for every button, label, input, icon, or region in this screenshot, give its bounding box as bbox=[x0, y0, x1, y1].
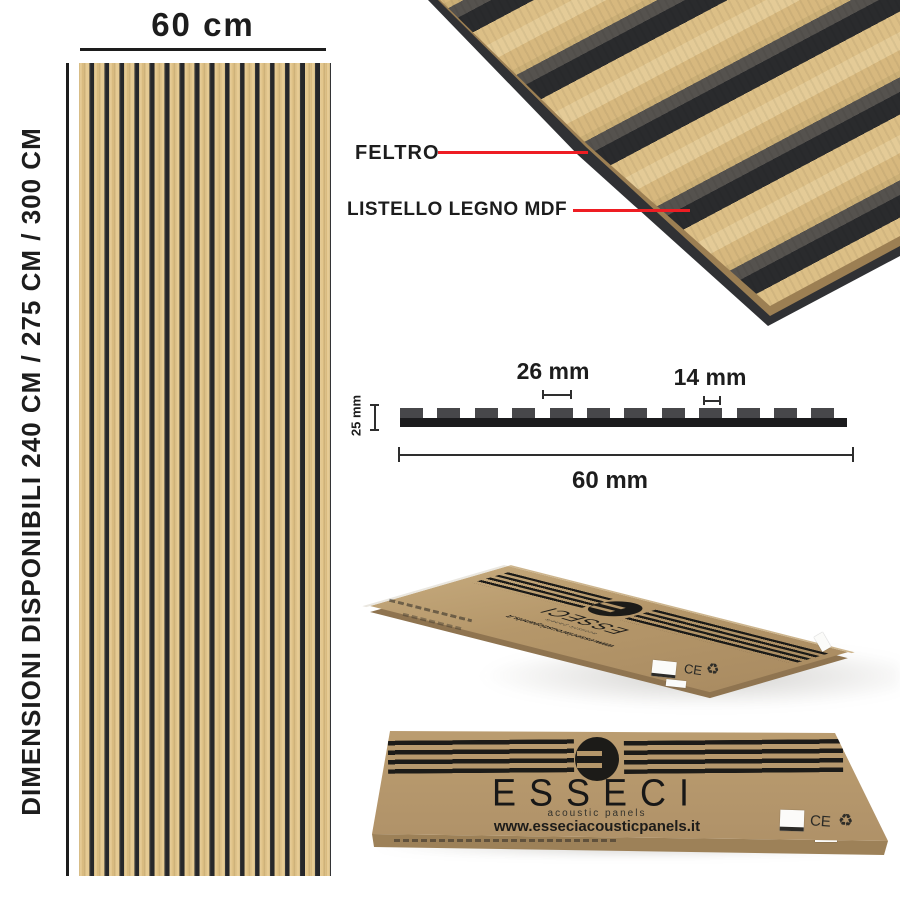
slat-callout-label: LISTELLO LEGNO MDF bbox=[347, 199, 568, 220]
box2: ESSECI acoustic panels www.esseciacousti… bbox=[372, 726, 890, 860]
felt-callout-label: FELTRO bbox=[355, 142, 440, 164]
felt-callout-line bbox=[438, 151, 588, 154]
acoustic-panel-front-view bbox=[79, 63, 331, 876]
box2-production-text bbox=[394, 839, 619, 842]
slat-callout-line bbox=[573, 209, 690, 212]
box2-stripes-left bbox=[387, 739, 575, 774]
height-dimension-line bbox=[66, 63, 69, 876]
box2-brand-wordmark: ESSECI bbox=[491, 770, 703, 814]
panel-width-label: 60 cm bbox=[151, 6, 255, 43]
gap-width-dimension: 14 mm bbox=[673, 364, 747, 390]
box2-top-face: ESSECI acoustic panels www.esseciacousti… bbox=[372, 731, 888, 841]
box2-recycle-icon: ♻ bbox=[837, 810, 855, 831]
available-heights-label: DIMENSIONI DISPONIBILI 240 CM / 275 CM /… bbox=[16, 127, 46, 816]
box2-stripes-right bbox=[623, 739, 844, 774]
slat-width-bracket bbox=[542, 390, 572, 399]
box2-tagline: acoustic panels bbox=[547, 808, 647, 819]
box2-ce-mark: CE bbox=[809, 812, 832, 831]
width-dimension-line bbox=[80, 48, 326, 51]
box2-website: www.esseciacousticpanels.it bbox=[493, 818, 701, 835]
thickness-dimension: 25 mm bbox=[348, 394, 364, 437]
slat-width-dimension: 26 mm bbox=[516, 358, 590, 384]
box2-shipping-label bbox=[779, 809, 805, 832]
box1-shipping-label bbox=[651, 659, 677, 679]
total-width-dimension: 60 mm bbox=[571, 467, 649, 494]
total-width-bracket bbox=[398, 447, 854, 462]
section-felt-base bbox=[400, 418, 847, 427]
gap-width-bracket bbox=[703, 396, 721, 405]
thickness-bracket bbox=[370, 404, 379, 431]
panel-3d-detail bbox=[340, 0, 900, 345]
box1-ce-mark: CE bbox=[683, 660, 704, 679]
section-slats bbox=[400, 408, 835, 418]
esseci-logo bbox=[575, 737, 619, 781]
cross-section-diagram: 26 mm 14 mm 25 mm 60 mm bbox=[340, 350, 900, 510]
